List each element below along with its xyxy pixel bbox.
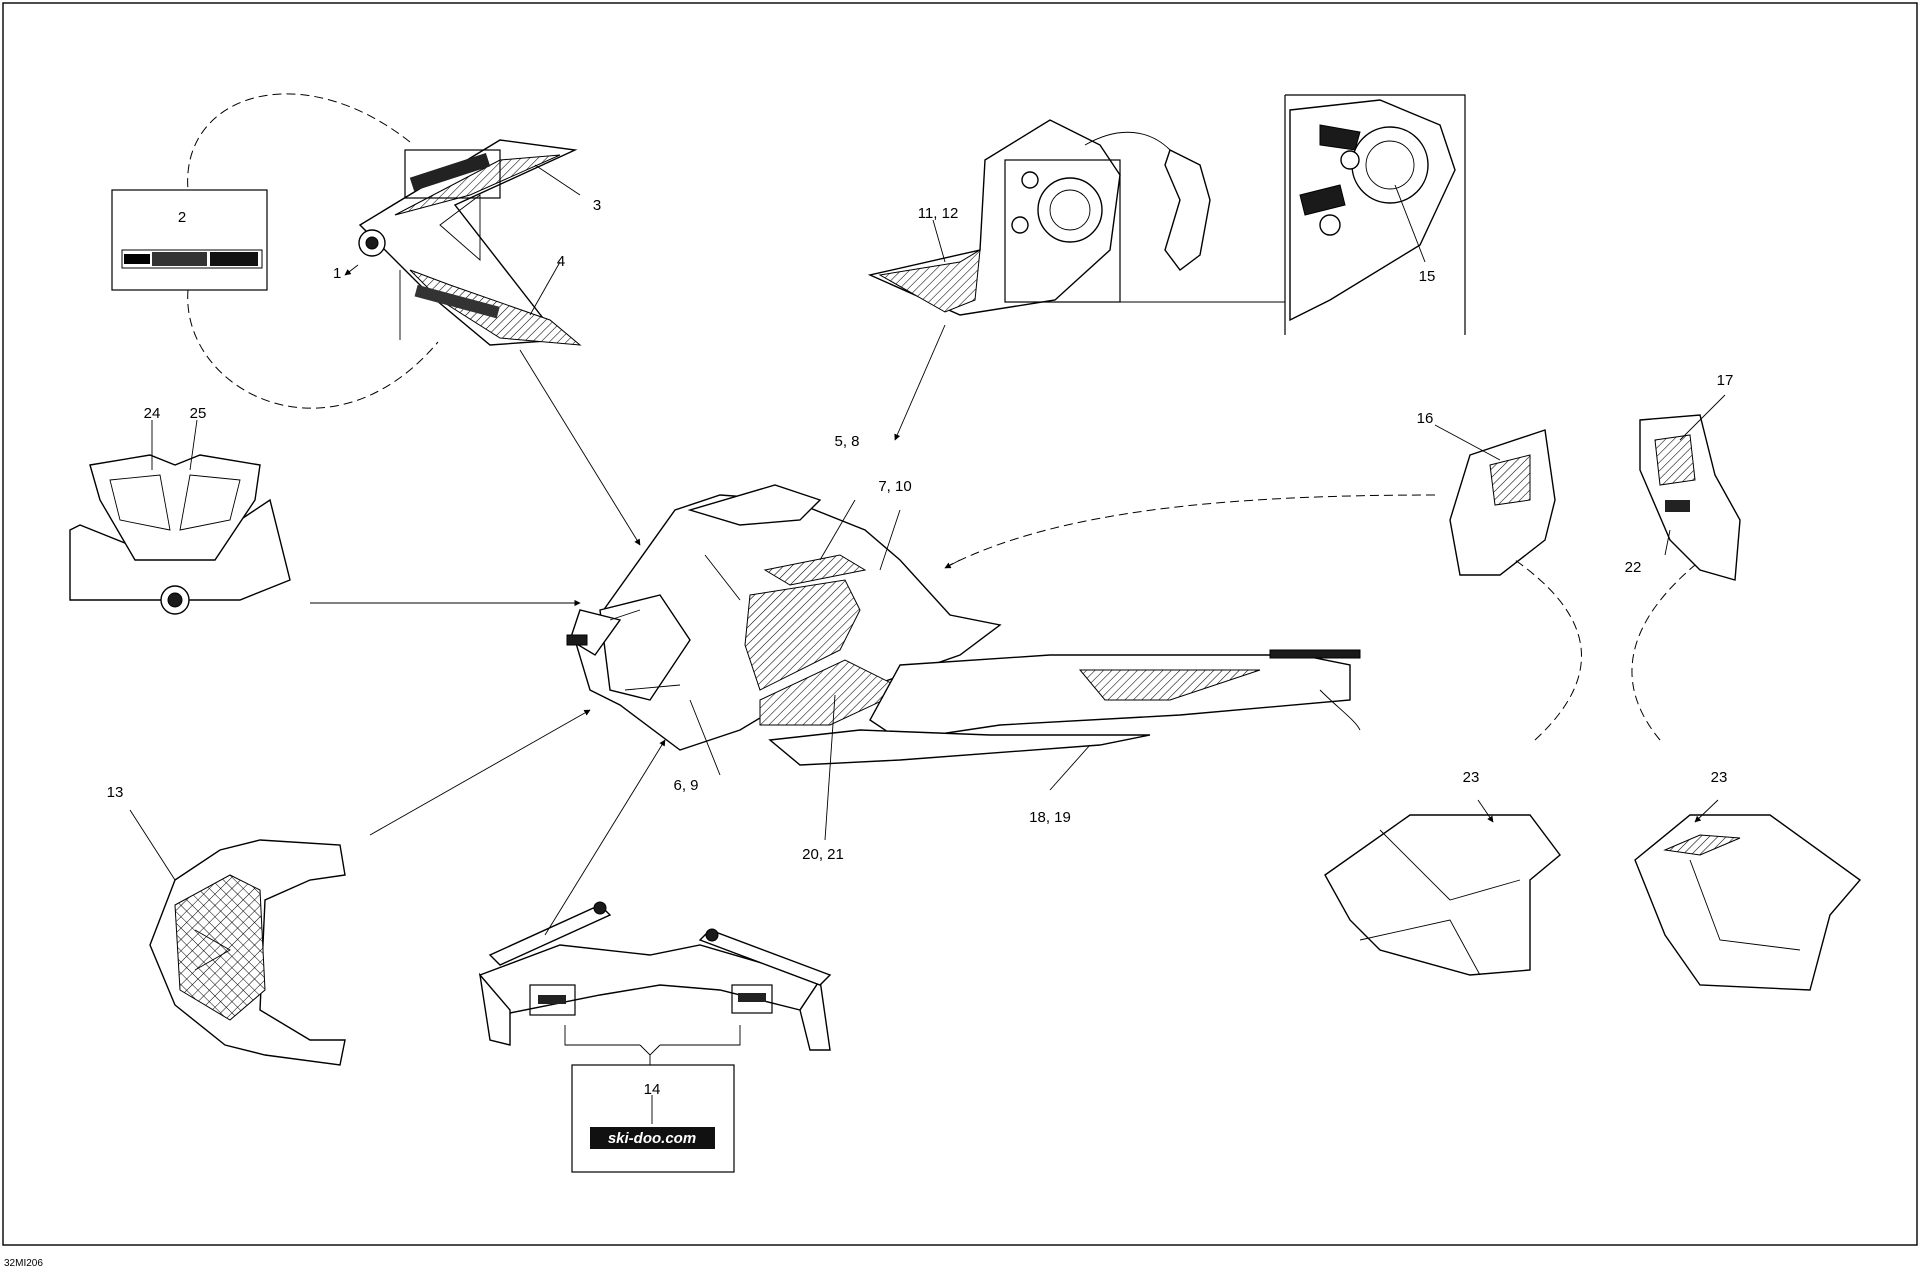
decal-stripe-3 bbox=[394, 154, 561, 216]
decal-side-17 bbox=[1654, 434, 1696, 486]
headlight-nose-group bbox=[69, 419, 581, 615]
decal-belly-23 bbox=[1663, 834, 1741, 856]
decal-detail-box-3 bbox=[404, 149, 501, 199]
callout-18-19: 18, 19 bbox=[1029, 809, 1071, 826]
belly-pan-left bbox=[1324, 814, 1561, 976]
callout-24: 24 bbox=[144, 405, 161, 422]
belly-pan-right bbox=[1634, 814, 1862, 991]
callout-25: 25 bbox=[190, 405, 207, 422]
decal-side-panel-20-21 bbox=[744, 579, 861, 691]
bumper-mesh-13 bbox=[174, 874, 266, 1021]
decal-side-16 bbox=[1489, 454, 1531, 506]
headlight-housing bbox=[89, 454, 261, 561]
brand-decal-14: ski-doo.com bbox=[590, 1127, 715, 1149]
callout-13: 13 bbox=[107, 784, 124, 801]
front-fairing bbox=[599, 594, 691, 701]
detail-leader-circle-top bbox=[187, 93, 411, 191]
support-arm-left bbox=[488, 904, 612, 966]
support-decal-box-right bbox=[731, 984, 773, 1014]
decal-detail-box-14 bbox=[571, 1064, 735, 1173]
support-leg-left bbox=[478, 972, 511, 1046]
callout-7-10: 7, 10 bbox=[878, 478, 911, 495]
leader-16-to-chassis bbox=[949, 494, 1436, 566]
callout-16: 16 bbox=[1417, 410, 1434, 427]
support-leg-right bbox=[799, 978, 831, 1051]
callout-labels: 1 2 3 4 5, 8 7, 10 6, 9 11, 12 13 14 15 … bbox=[107, 197, 1734, 1098]
callout-5-8: 5, 8 bbox=[834, 433, 859, 450]
callout-3: 3 bbox=[593, 197, 601, 214]
side-panel-group bbox=[1434, 394, 1741, 741]
callout-23-right: 23 bbox=[1711, 769, 1728, 786]
decal-tunnel-18-19 bbox=[1078, 669, 1261, 701]
support-decal-box-left bbox=[529, 984, 576, 1016]
callout-22: 22 bbox=[1625, 559, 1642, 576]
decal-console-11-12 bbox=[878, 249, 981, 313]
upper-console-group bbox=[867, 94, 1466, 441]
callout-1: 1 bbox=[333, 265, 341, 282]
callout-4: 4 bbox=[557, 253, 565, 270]
drawing-code: 32MI206 bbox=[4, 1258, 43, 1269]
front-bumper-group bbox=[129, 709, 591, 1066]
decal-detail-box-2 bbox=[111, 189, 268, 291]
callout-2: 2 bbox=[178, 209, 186, 226]
windshield-mount bbox=[687, 484, 822, 526]
callout-17: 17 bbox=[1717, 372, 1734, 389]
callout-6-9: 6, 9 bbox=[673, 777, 698, 794]
callout-11-12: 11, 12 bbox=[918, 205, 959, 222]
console-detail-box bbox=[1004, 159, 1121, 303]
decal-lower-20-21 bbox=[759, 659, 907, 726]
running-board-support-group: ski-doo.com bbox=[478, 739, 832, 1173]
decal-22 bbox=[1665, 500, 1690, 512]
model-decal-2 bbox=[121, 249, 263, 269]
decal-side-5-8 bbox=[763, 554, 867, 586]
callout-15: 15 bbox=[1419, 268, 1436, 285]
running-board bbox=[768, 729, 1151, 766]
rear-bumper bbox=[1269, 649, 1361, 659]
leader-23-to-17 bbox=[1631, 564, 1696, 741]
leader-23-to-16 bbox=[1514, 559, 1582, 741]
main-chassis-group bbox=[566, 484, 1436, 841]
detail-leader-circle-bottom bbox=[187, 289, 439, 409]
callout-20-21: 20, 21 bbox=[802, 846, 844, 863]
hood-side-panel-group bbox=[111, 93, 641, 546]
drawing-border bbox=[2, 2, 1918, 1246]
callout-14: 14 bbox=[644, 1081, 661, 1098]
brand-decal-text: ski-doo.com bbox=[608, 1130, 696, 1147]
callout-23-left: 23 bbox=[1463, 769, 1480, 786]
console-bracket bbox=[1164, 149, 1211, 271]
console-detail-frame-15 bbox=[1284, 94, 1466, 335]
belly-pan-group bbox=[1324, 799, 1862, 991]
